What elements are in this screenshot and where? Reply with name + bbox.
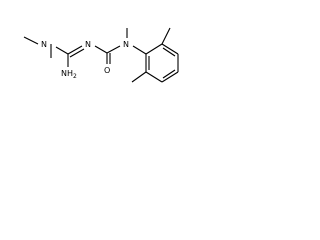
ring-double-1 bbox=[162, 47, 176, 57]
molecule-diagram: N N N O NH2 bbox=[0, 0, 225, 113]
atom-bg-o bbox=[103, 64, 113, 74]
atom-bg-nimine bbox=[84, 38, 94, 48]
ring-bond-4 bbox=[161, 71, 179, 83]
atom-bg-namide bbox=[122, 38, 132, 48]
atom-bg-ndimethyl bbox=[40, 38, 50, 48]
atom-label-n-dimethyl: N bbox=[41, 40, 47, 49]
atom-label-o-carbonyl: O bbox=[104, 66, 110, 75]
bond-ccarbonyl-namide bbox=[106, 45, 121, 54]
atom-label-n-imine: N bbox=[85, 40, 91, 49]
ring-bond-1 bbox=[145, 43, 163, 55]
bond-cguan-nimine-1 bbox=[67, 45, 83, 55]
ring-double-2 bbox=[162, 69, 176, 79]
bond-ortho-methyl-bottom bbox=[131, 71, 147, 83]
ring-bond-5 bbox=[145, 71, 163, 83]
bond-nimine-ccarbonyl bbox=[94, 45, 108, 54]
nh2-subscript: 2 bbox=[73, 73, 77, 80]
atom-bg-nh2 bbox=[60, 67, 80, 78]
ring-bond-2 bbox=[161, 43, 179, 55]
bond-methyl1-ndimethyl bbox=[23, 36, 39, 45]
structure-svg: N N N O NH2 bbox=[23, 27, 179, 83]
nh2-text: NH bbox=[61, 69, 73, 78]
bond-ndimethyl-cguan bbox=[55, 46, 69, 55]
atom-label-n-amide: N bbox=[123, 40, 129, 49]
bond-namide-aryl bbox=[132, 45, 147, 55]
bond-cguan-nimine-2 bbox=[69, 48, 85, 58]
atom-label-nh2: NH2 bbox=[61, 69, 77, 80]
bond-ortho-methyl-top bbox=[161, 27, 171, 45]
